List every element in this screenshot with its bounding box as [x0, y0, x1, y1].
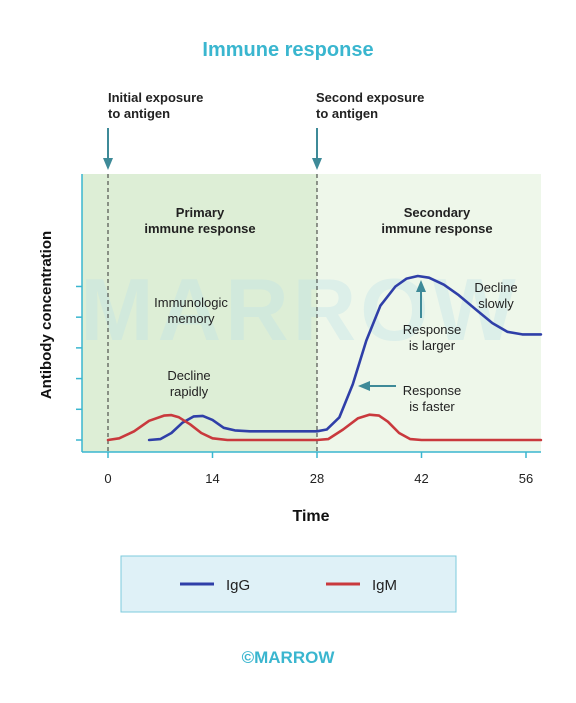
faster-arrow-head	[358, 381, 370, 391]
series-line-igm	[106, 413, 543, 442]
legend-box	[120, 555, 457, 613]
x-axis-label: Time	[292, 508, 329, 525]
primary-region	[82, 174, 317, 452]
x-tick-label: 28	[310, 471, 324, 486]
chart-title: Immune response	[202, 39, 373, 61]
copyright-credit: ©MARROW	[242, 648, 336, 667]
legend-label: IgM	[372, 577, 397, 594]
x-tick-label: 14	[205, 471, 219, 486]
watermark: MARROW	[80, 260, 519, 359]
y-axis-label: Antibody concentration	[38, 231, 55, 399]
secondary-region	[317, 174, 541, 452]
x-tick-label: 56	[519, 471, 533, 486]
series-line-igg	[147, 274, 543, 442]
exposure-arrow-head	[312, 158, 322, 170]
legend-label: IgG	[226, 577, 250, 594]
larger-arrow-head	[416, 280, 426, 292]
exposure-arrow-head	[103, 158, 113, 170]
x-tick-label: 0	[104, 471, 111, 486]
x-tick-label: 42	[414, 471, 428, 486]
